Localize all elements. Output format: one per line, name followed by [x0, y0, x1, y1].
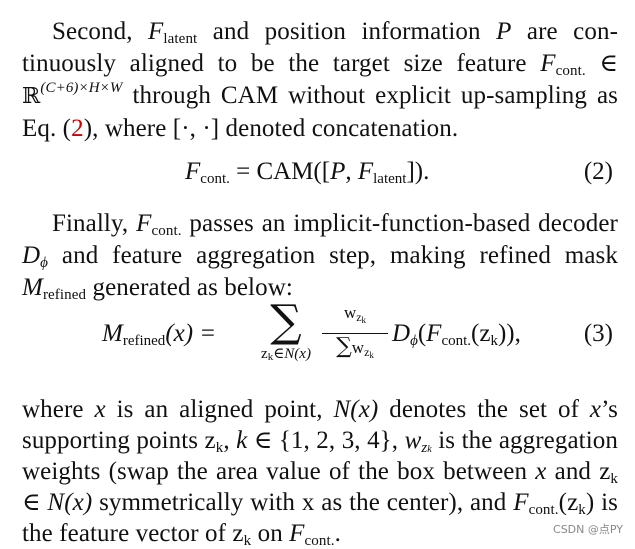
math-var: M: [22, 274, 43, 301]
text: passes an implicit-function-based decode…: [189, 210, 618, 237]
equation-2: Fcont. = CAM([P, Flatent]). (2): [0, 156, 635, 188]
text: denotes the set of: [389, 396, 579, 423]
watermark: CSDN @点PY: [553, 523, 623, 536]
math-symbol: ∈: [599, 50, 618, 77]
subscript: cont.: [441, 333, 472, 349]
subscript: refined: [42, 287, 87, 303]
text: and feature aggregation step, making ref…: [61, 242, 618, 269]
text: where: [22, 396, 84, 423]
text: and z: [554, 458, 611, 485]
paragraph-2: Finally, Fcont. passes an implicit-funct…: [22, 208, 618, 304]
math-var: P: [496, 18, 512, 45]
math-var: F: [289, 520, 305, 547]
subscript: cont.: [200, 171, 230, 187]
math-var: D: [392, 320, 411, 347]
text: ) is the feature vector of z: [22, 489, 618, 547]
subscript: ϕ: [410, 333, 418, 349]
math-var: x: [535, 458, 547, 485]
text: through CAM without explicit up-sampling: [132, 82, 587, 109]
subscript: cont.: [151, 223, 182, 239]
text: (z: [558, 489, 579, 516]
text: is the aggregation weights (swap the are…: [22, 427, 618, 485]
fraction: wzk ∑wzk: [322, 302, 388, 368]
fraction-numerator: wzk: [322, 302, 388, 334]
text: ’s supporting points z: [22, 396, 618, 454]
math-text: (x) =: [165, 320, 217, 347]
math-var: x: [94, 396, 106, 423]
math-symbol: ℝ: [22, 84, 41, 109]
summation: ∑ zk∈N(x): [254, 298, 318, 365]
subscript: cont.: [304, 533, 335, 549]
sum-symbol: ∑: [270, 296, 302, 347]
text: Finally,: [52, 210, 129, 237]
subscript: k: [610, 471, 619, 487]
math-var: F: [136, 210, 152, 237]
text: tinuously aligned to be the target size …: [22, 50, 527, 77]
math-text: ]).: [406, 158, 430, 185]
math-var: F: [148, 18, 164, 45]
subscript: cont.: [528, 502, 559, 518]
text: is an aligned point,: [116, 396, 323, 423]
superscript: (C+6)×H×W: [40, 80, 123, 96]
paragraph-1: Second, Flatent and position information…: [22, 18, 619, 142]
subscript: latent: [163, 31, 198, 47]
text: generated as below:: [92, 274, 293, 301]
math-var: N(x): [333, 396, 379, 423]
math-symbol: ∈: [22, 489, 41, 516]
math-var: F: [357, 158, 374, 185]
subscript: zk: [421, 440, 432, 456]
math-var: P: [330, 158, 346, 185]
subscript: k: [243, 533, 252, 549]
equation-number: (3): [583, 320, 613, 347]
equation-number: (2): [583, 158, 613, 185]
math-var: F: [185, 158, 201, 185]
math-var: D: [22, 242, 41, 269]
text: and position information: [212, 18, 481, 45]
subscript: refined: [122, 333, 166, 349]
text: are con-: [526, 18, 619, 45]
equation-3-lhs: Mrefined(x) =: [102, 318, 216, 350]
equation-2-body: Fcont. = CAM([P, Flatent]).: [185, 156, 429, 188]
equation-3: Mrefined(x) = ∑ zk∈N(x) wzk ∑wzk Dϕ(Fcon…: [0, 296, 635, 376]
math-var: N(x): [47, 489, 93, 516]
math-var: k: [236, 427, 248, 454]
text: Second,: [52, 18, 133, 45]
text: on: [257, 520, 283, 547]
equation-3-rhs: Dϕ(Fcont.(zk)),: [392, 320, 521, 349]
text: .: [334, 520, 341, 547]
math-var: F: [426, 320, 442, 347]
text: symmetrically with x as the center), and: [99, 489, 507, 516]
text: ∈ {1, 2, 3, 4},: [253, 427, 399, 454]
fraction-denominator: ∑wzk: [336, 334, 374, 360]
text: ), where [·, ·] denoted concatenation.: [83, 115, 459, 142]
text: as Eq. (: [22, 82, 618, 142]
equation-reference-link[interactable]: 2: [71, 115, 84, 142]
math-var: x: [589, 396, 602, 423]
math-var: F: [513, 489, 529, 516]
subscript: latent: [373, 171, 407, 187]
subscript: cont.: [555, 63, 586, 79]
paragraph-3: where x is an aligned point, N(x) denote…: [22, 394, 618, 549]
subscript: ϕ: [40, 255, 49, 271]
math-text: = CAM([: [229, 158, 331, 185]
math-var: w: [404, 427, 422, 454]
math-var: M: [102, 320, 123, 347]
subscript: k: [578, 502, 586, 518]
text: ,: [223, 427, 230, 454]
subscript: k: [215, 440, 224, 456]
math-text: ,: [345, 158, 358, 185]
sum-subscript: zk∈N(x): [261, 346, 311, 363]
